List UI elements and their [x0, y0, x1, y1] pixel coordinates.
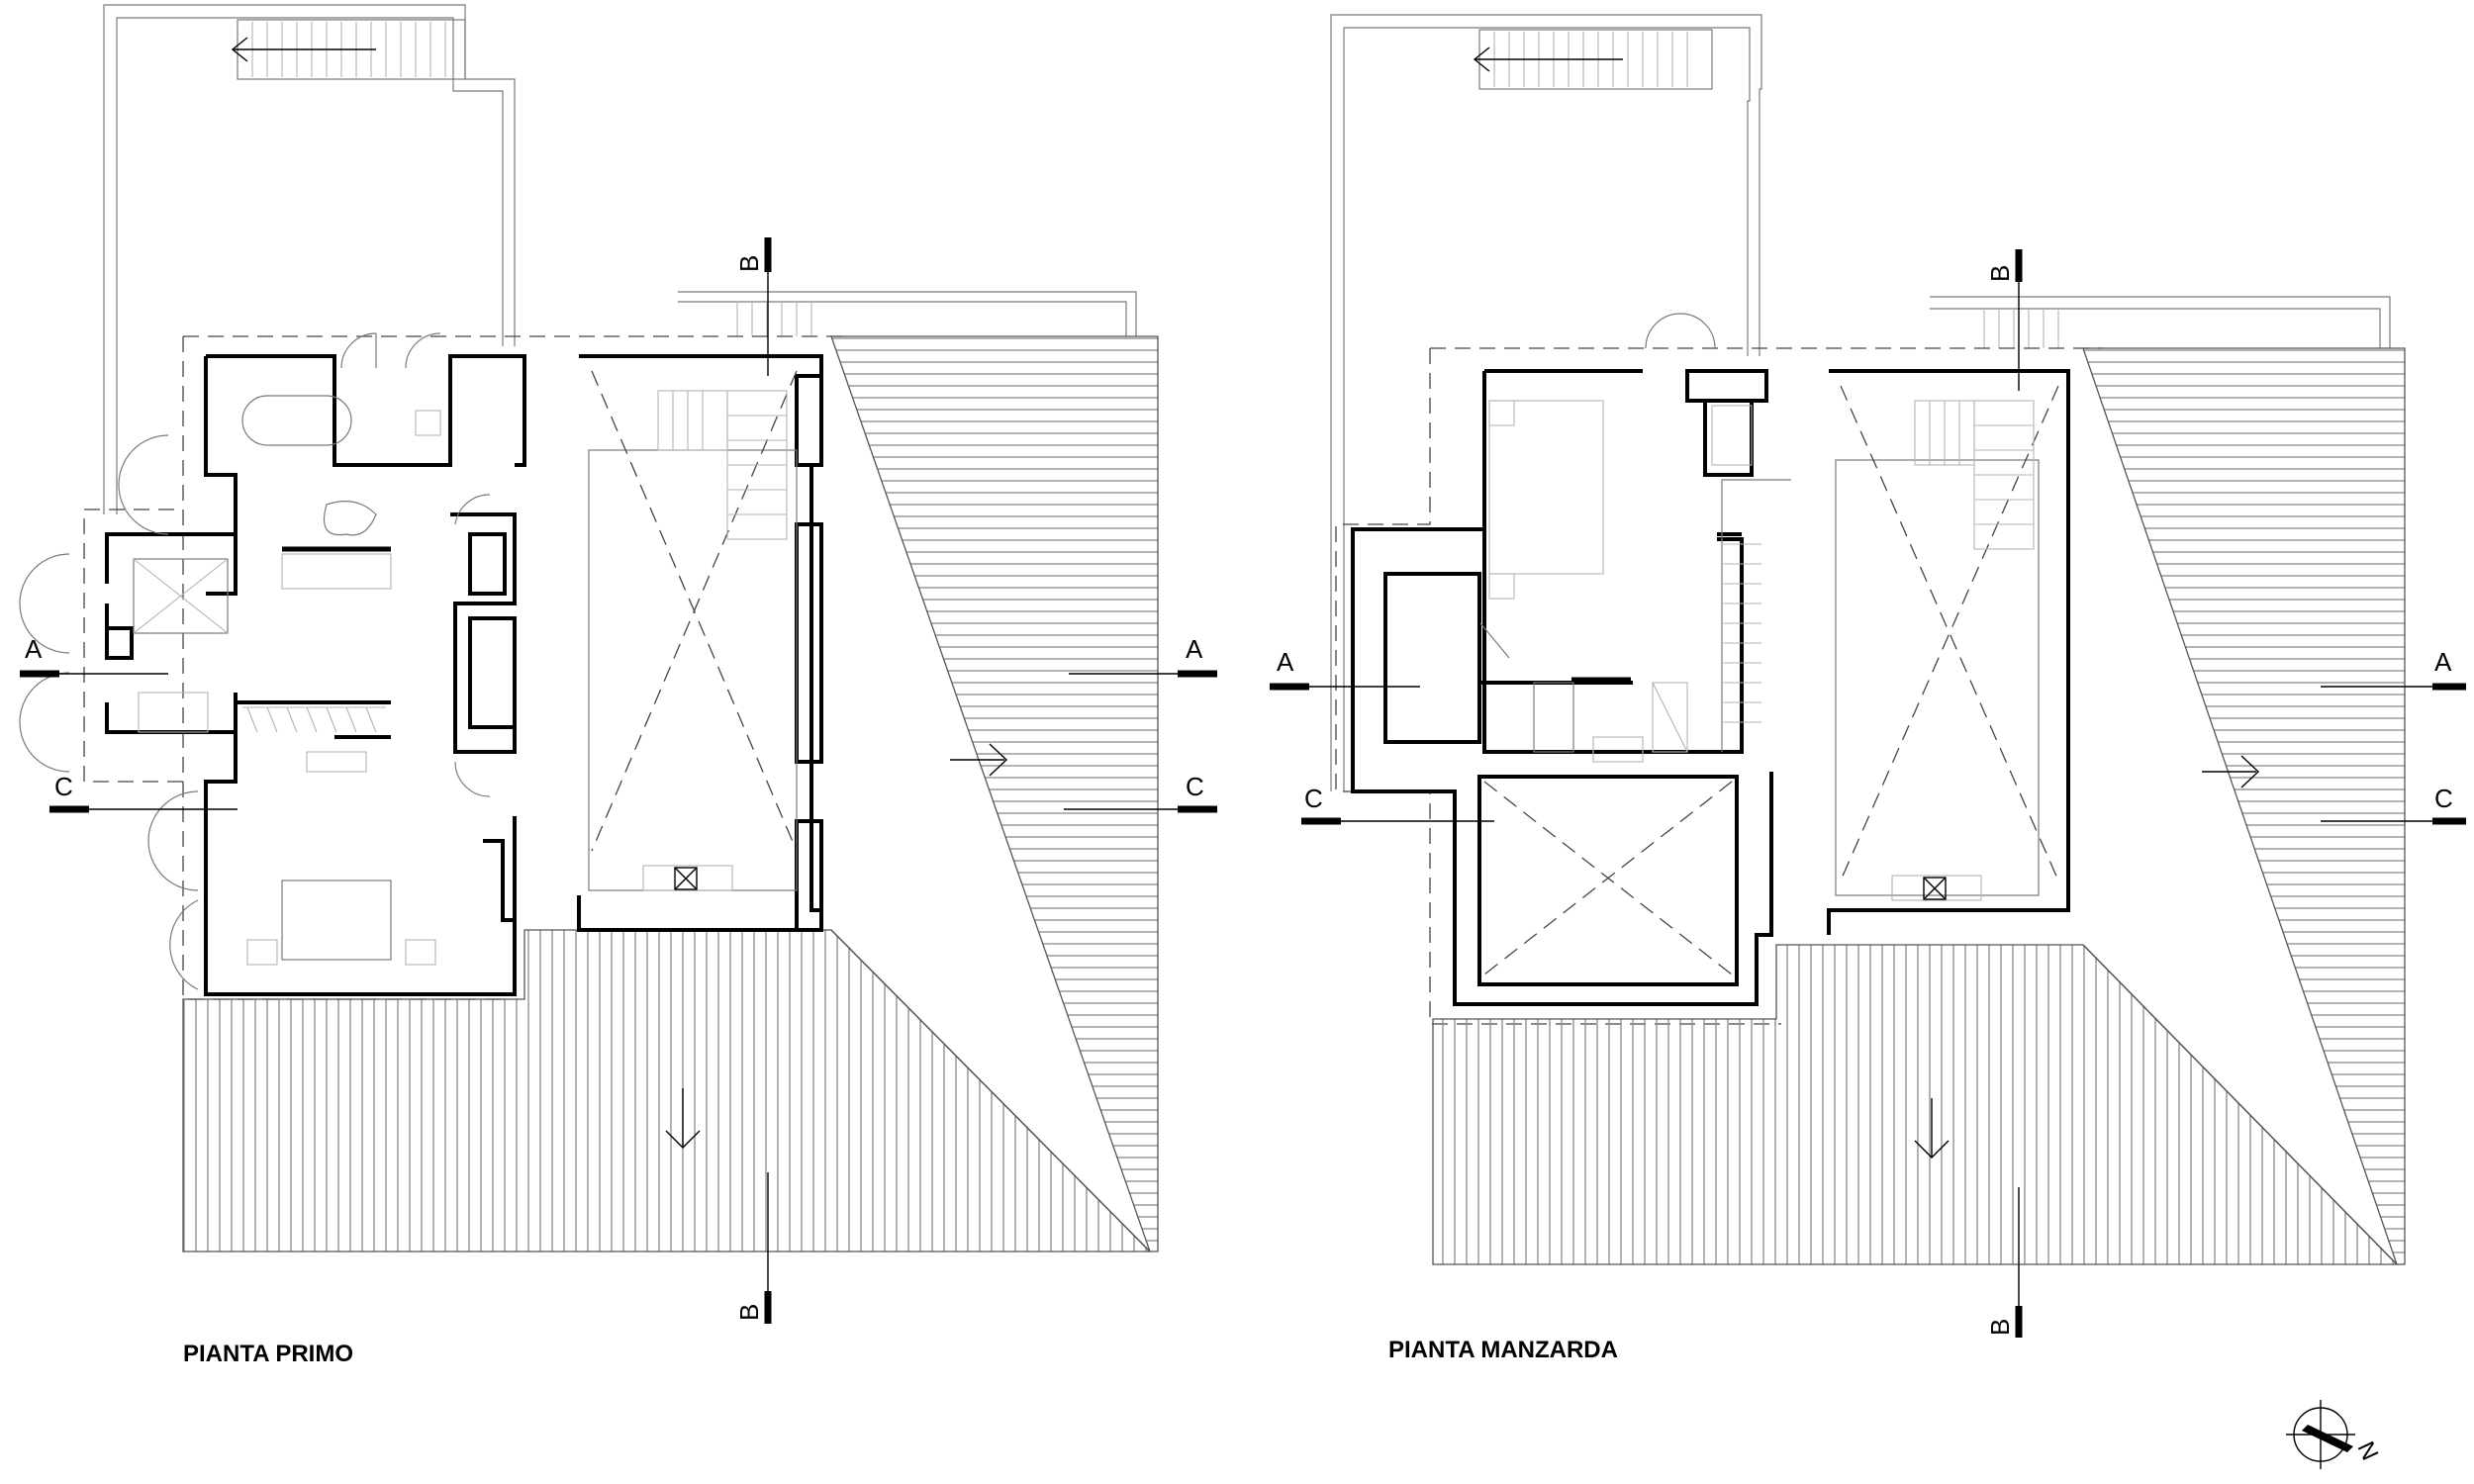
- section-mark-c-right-primo: C: [1186, 772, 1204, 801]
- stairwell-primo: [588, 370, 798, 891]
- walls-primo: [105, 354, 823, 996]
- section-mark-b-top-primo: B: [734, 255, 764, 272]
- section-mark-a-right-primo: A: [1186, 634, 1203, 664]
- plan-title-manzarda: PIANTA MANZARDA: [1388, 1337, 1618, 1363]
- north-label: N: [2352, 1438, 2384, 1464]
- external-stair-manzarda: [1330, 14, 1762, 791]
- interior-primo: [19, 332, 491, 990]
- walls-manzarda: [1351, 369, 2070, 1006]
- section-mark-a-right-manzarda: A: [2434, 647, 2452, 677]
- plan-title-primo: PIANTA PRIMO: [183, 1341, 353, 1367]
- section-mark-b-bottom-primo: B: [734, 1304, 764, 1321]
- section-mark-a-left-primo: A: [25, 634, 43, 664]
- plan-manzarda: PIANTA MANZARDA A A C C B B: [1270, 14, 2466, 1363]
- section-mark-c-left-manzarda: C: [1304, 784, 1323, 813]
- voids-manzarda: [1483, 385, 2059, 975]
- north-arrow: N: [2286, 1400, 2383, 1469]
- section-mark-a-left-manzarda: A: [1277, 647, 1294, 677]
- roof-manzarda: [1432, 347, 2406, 1265]
- section-mark-c-right-manzarda: C: [2434, 784, 2453, 813]
- plan-primo: PIANTA PRIMO A A C C B B: [19, 4, 1217, 1367]
- section-mark-b-bottom-manzarda: B: [1985, 1319, 2015, 1336]
- section-lines-primo: [20, 237, 1217, 1324]
- interior-manzarda: [1479, 313, 1791, 763]
- section-mark-c-left-primo: C: [54, 772, 73, 801]
- section-mark-b-top-manzarda: B: [1985, 265, 2015, 282]
- section-lines-manzarda: [1270, 249, 2466, 1338]
- external-stair-primo: [103, 4, 516, 514]
- roof-primo: [182, 335, 1159, 1252]
